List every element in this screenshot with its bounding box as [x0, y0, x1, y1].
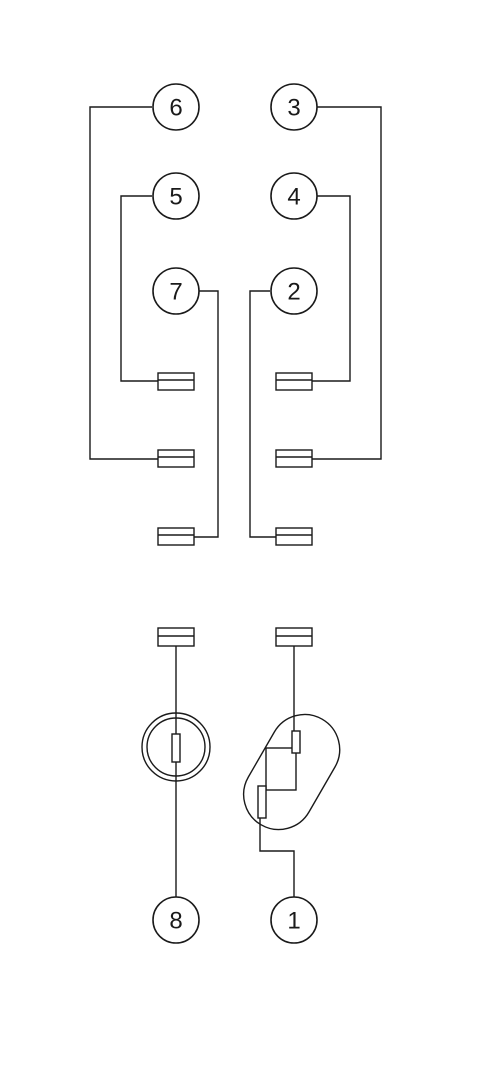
pin-6-label: 6	[169, 95, 182, 122]
pin-2-label: 2	[287, 279, 300, 306]
contact-coil-left	[157, 627, 195, 647]
diode-icon	[242, 713, 341, 831]
pin-5: 5	[152, 172, 200, 220]
contact-right-bottom	[275, 527, 313, 546]
wire-pin-2	[249, 290, 276, 538]
wire-pin-4	[312, 195, 351, 382]
pin-5-label: 5	[169, 184, 182, 211]
pin-8-label: 8	[169, 908, 182, 935]
wires	[89, 106, 382, 897]
pin-4: 4	[270, 172, 318, 220]
wire-pin-7	[194, 290, 219, 538]
contact-right-top	[275, 372, 313, 391]
contact-right-middle	[275, 449, 313, 468]
contact-left-middle	[157, 449, 195, 468]
pin-8: 8	[152, 896, 200, 944]
pin-4-label: 4	[287, 184, 300, 211]
pins: 6 3 5 4 7 2 8 1	[152, 83, 318, 944]
contacts	[157, 372, 313, 647]
pin-2: 2	[270, 267, 318, 315]
wire-pin-3	[312, 106, 382, 460]
contact-left-top	[157, 372, 195, 391]
wire-pin-1-lower	[259, 818, 295, 897]
pin-1-label: 1	[287, 908, 300, 935]
contact-left-bottom	[157, 527, 195, 546]
pin-1: 1	[270, 896, 318, 944]
pin-3: 3	[270, 83, 318, 131]
wire-pin-6	[89, 106, 158, 460]
contact-coil-right	[275, 627, 313, 647]
pin-7: 7	[152, 267, 200, 315]
lamp-icon	[141, 712, 211, 782]
pin-7-label: 7	[169, 279, 182, 306]
wire-pin-5	[120, 195, 158, 382]
pin-6: 6	[152, 83, 200, 131]
pin-3-label: 3	[287, 95, 300, 122]
